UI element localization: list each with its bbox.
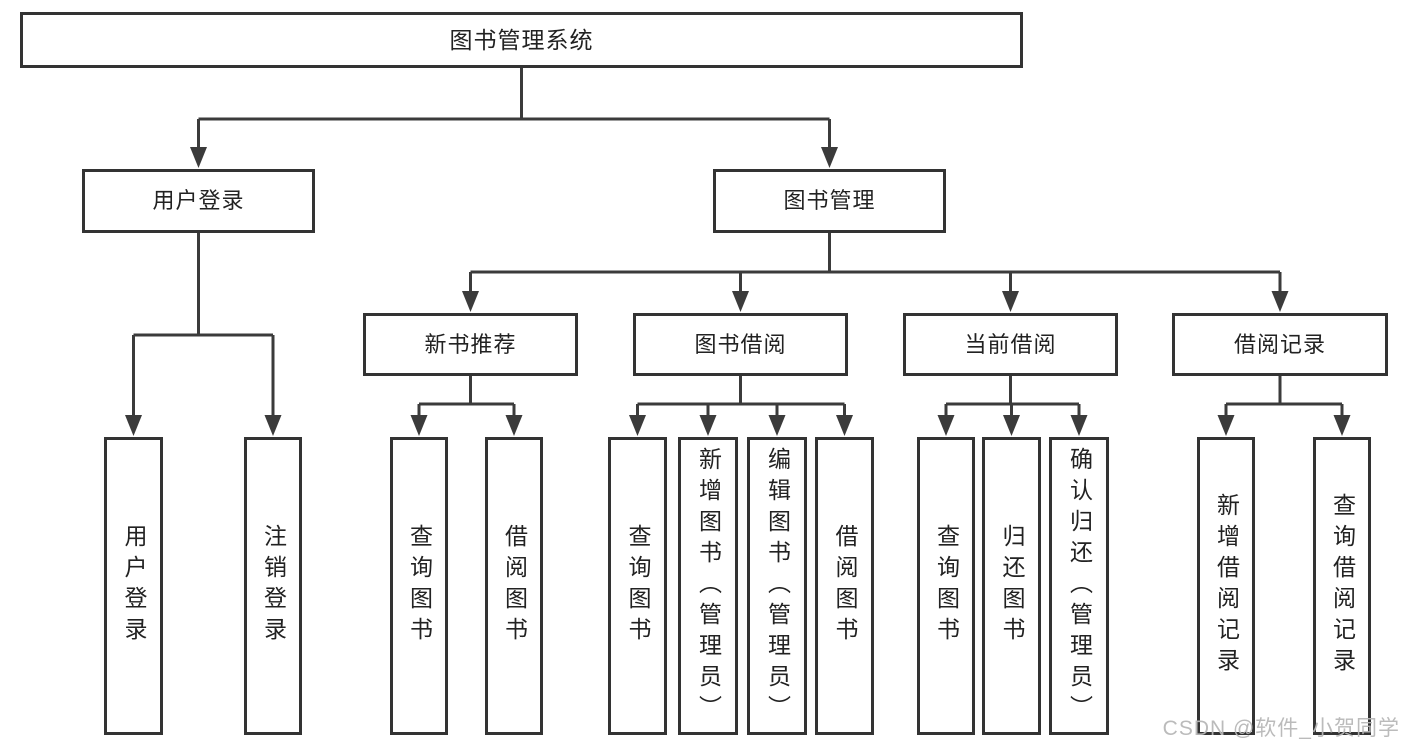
leaf-user-login: 用户登录 (104, 437, 163, 735)
leaf-add-borrow-record: 新增借阅记录 (1197, 437, 1255, 735)
csdn-watermark: CSDN @软件_小贺同学 (1162, 717, 1400, 740)
leaf-return-books: 归还图书 (982, 437, 1041, 735)
leaf-query-books-current: 查询图书 (917, 437, 975, 735)
leaf-edit-book-admin: 编辑图书（管理员） (747, 437, 807, 735)
leaf-confirm-return-admin: 确认归还（管理员） (1049, 437, 1109, 735)
node-new-book-recommend: 新书推荐 (363, 313, 578, 376)
leaf-add-book-admin: 新增图书（管理员） (678, 437, 738, 735)
node-borrow-records: 借阅记录 (1172, 313, 1388, 376)
leaf-query-books-borrow: 查询图书 (608, 437, 667, 735)
leaf-query-borrow-record: 查询借阅记录 (1313, 437, 1371, 735)
leaf-logout-login: 注销登录 (244, 437, 302, 735)
node-book-borrow: 图书借阅 (633, 313, 848, 376)
node-current-borrow: 当前借阅 (903, 313, 1118, 376)
leaf-borrow-books-recommend: 借阅图书 (485, 437, 543, 735)
leaf-borrow-books: 借阅图书 (815, 437, 874, 735)
node-book-management: 图书管理 (713, 169, 946, 233)
leaf-query-books-recommend: 查询图书 (390, 437, 448, 735)
node-library-management-system: 图书管理系统 (20, 12, 1023, 68)
node-user-login: 用户登录 (82, 169, 315, 233)
